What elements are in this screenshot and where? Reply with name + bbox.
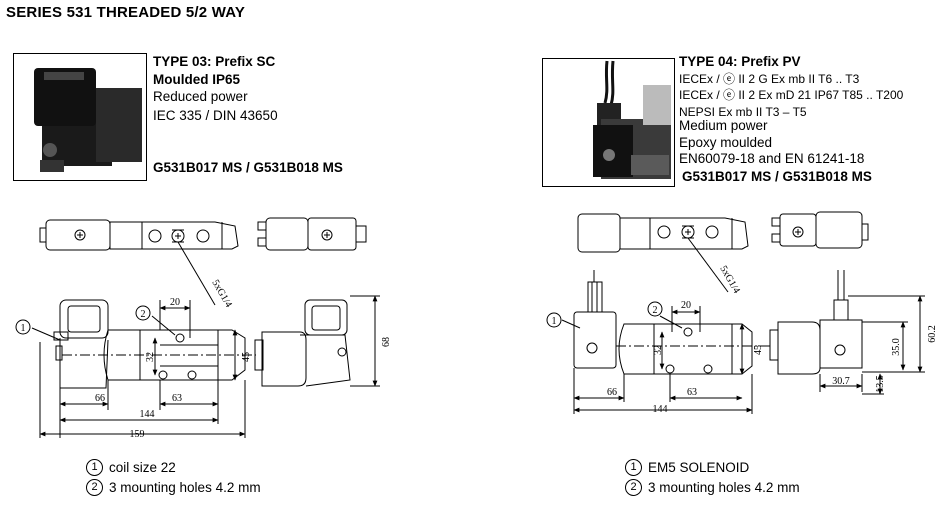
left-dim-63: 63	[172, 393, 182, 404]
legend-number: 2	[86, 479, 103, 496]
left-port-label: 5xG1/4	[209, 278, 234, 309]
type-03-label: TYPE 03: Prefix SC	[153, 54, 276, 69]
legend-number: 2	[625, 479, 642, 496]
right-callout-1-circle	[546, 312, 562, 328]
right-dimensions	[561, 295, 925, 414]
legend-text: coil size 22	[109, 460, 176, 475]
right-dim-60-2: 60.2	[927, 325, 938, 343]
type-04-cert-3: NEPSI Ex mb II T3 – T5	[679, 105, 807, 119]
product-photo-type-03	[13, 53, 147, 181]
left-callout-1: 1	[21, 323, 26, 334]
type-04-cert-1: IECEx / ⓔ II 2 G Ex mb II T6 .. T3	[679, 72, 860, 86]
legend-text: 3 mounting holes 4.2 mm	[648, 480, 800, 495]
legend-number: 1	[86, 459, 103, 476]
right-dim-144: 144	[653, 404, 668, 415]
type-04-label: TYPE 04: Prefix PV	[679, 54, 801, 69]
type-04-line-2: Epoxy moulded	[679, 135, 773, 150]
left-dimensions	[31, 295, 380, 438]
right-end-view	[771, 211, 869, 249]
legend-text: 3 mounting holes 4.2 mm	[109, 480, 261, 495]
type-04-codes: G531B017 MS / G531B018 MS	[682, 169, 872, 184]
left-dim-144: 144	[140, 409, 155, 420]
left-dim-68: 68	[381, 337, 392, 347]
right-dim-13-5: 13.5	[875, 375, 886, 393]
right-top-view	[577, 213, 749, 293]
legend-number: 1	[625, 459, 642, 476]
right-dim-35-0: 35.0	[891, 338, 902, 356]
right-dim-30-7: 30.7	[832, 376, 850, 387]
right-dim-45: 45	[753, 345, 764, 355]
left-callout-2: 2	[141, 309, 146, 320]
type-03-codes: G531B017 MS / G531B018 MS	[153, 160, 343, 175]
right-dim-63: 63	[687, 387, 697, 398]
right-port-label: 5xG1/4	[717, 264, 742, 295]
type-04-line-3: EN60079-18 and EN 61241-18	[679, 151, 865, 166]
page-title: SERIES 531 THREADED 5/2 WAY	[6, 4, 246, 21]
right-callout-1: 1	[552, 316, 557, 327]
type-03-line-2: Reduced power	[153, 89, 248, 104]
right-callout-2-circle	[647, 301, 663, 317]
type-03-line-3: IEC 335 / DIN 43650	[153, 108, 278, 123]
left-end-view	[257, 217, 367, 251]
left-dim-45: 45	[241, 352, 252, 362]
left-dim-32: 32	[145, 352, 156, 362]
left-callout-2-circle	[135, 305, 151, 321]
type-03-line-1: Moulded IP65	[153, 72, 241, 87]
right-side-view	[769, 270, 863, 375]
right-dim-32: 32	[653, 345, 664, 355]
left-callout-1-circle	[15, 319, 31, 335]
left-dim-159: 159	[130, 429, 145, 440]
type-04-line-1: Medium power	[679, 118, 768, 133]
legend-text: EM5 SOLENOID	[648, 460, 750, 475]
left-top-view	[39, 219, 239, 306]
right-dim-20: 20	[681, 300, 691, 311]
left-dim-66: 66	[95, 393, 105, 404]
product-photo-type-04	[542, 58, 675, 187]
right-legend-item-2: 2 3 mounting holes 4.2 mm	[625, 479, 800, 496]
left-legend-item-2: 2 3 mounting holes 4.2 mm	[86, 479, 261, 496]
left-side-view	[254, 299, 351, 387]
type-04-cert-2: IECEx / ⓔ II 2 Ex mD 21 IP67 T85 .. T200	[679, 88, 904, 102]
right-dim-66: 66	[607, 387, 617, 398]
left-dim-20: 20	[170, 297, 180, 308]
left-front-view	[53, 299, 256, 389]
right-callout-2: 2	[653, 305, 658, 316]
left-legend-item-1: 1 coil size 22	[86, 459, 176, 476]
right-legend-item-1: 1 EM5 SOLENOID	[625, 459, 749, 476]
